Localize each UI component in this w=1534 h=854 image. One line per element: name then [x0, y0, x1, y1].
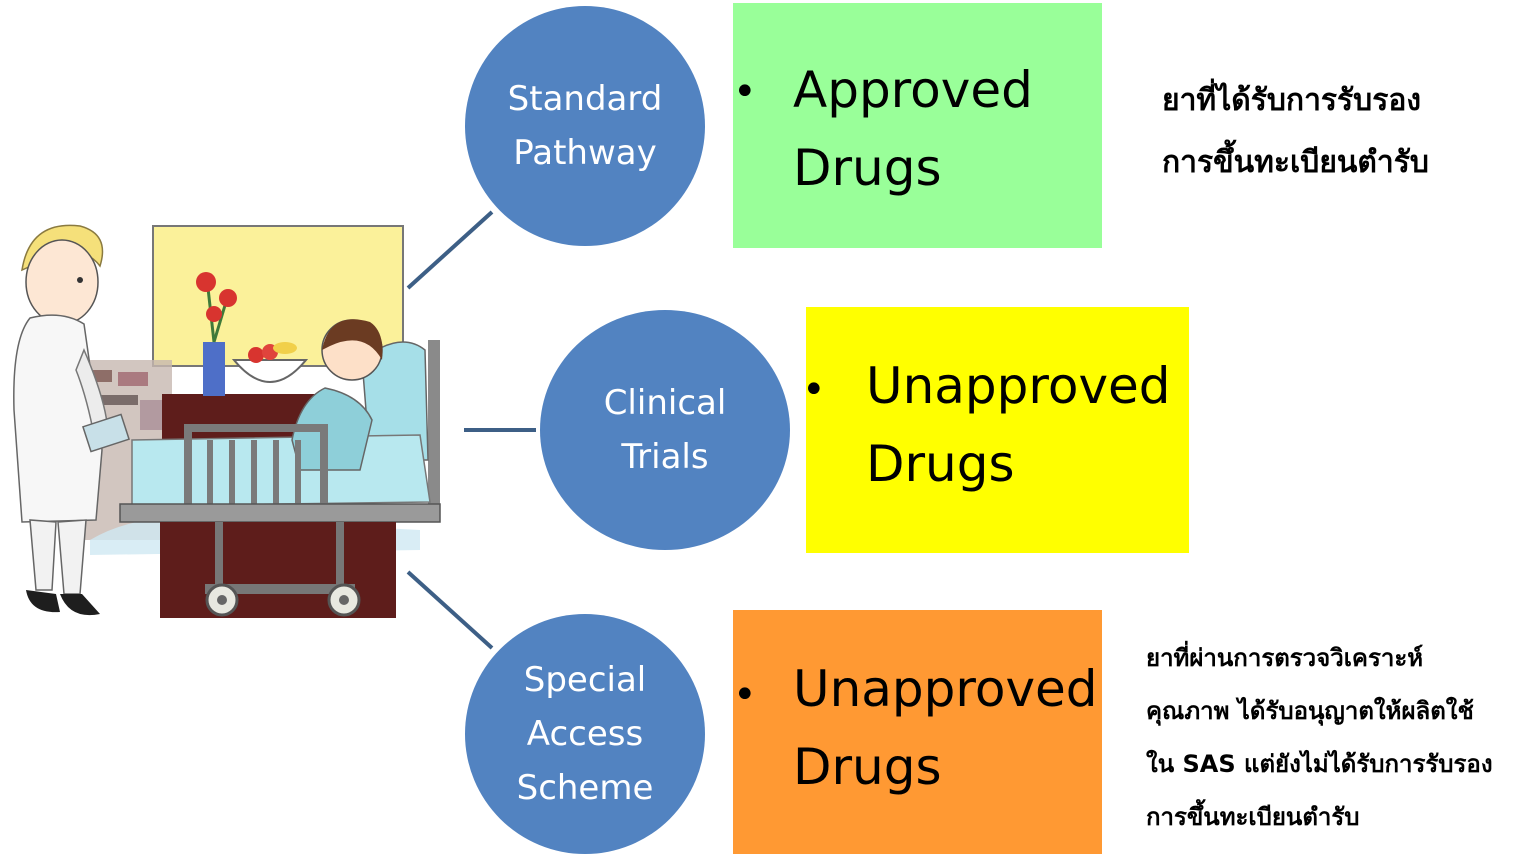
flower-vase: [203, 342, 225, 396]
note-line: ยาที่ได้รับการรับรอง: [1162, 83, 1421, 118]
circle-clinical-trials: Clinical Trials: [540, 310, 790, 550]
note-line: การขึ้นทะเบียนตำรับ: [1146, 803, 1360, 831]
note-line: ยาที่ผ่านการตรวจวิเคราะห์: [1146, 644, 1424, 672]
note-line: ใน SAS แต่ยังไม่ได้รับการรับรอง: [1146, 750, 1493, 778]
drug-status-line: Approved: [793, 61, 1033, 119]
fruit-bowl: [231, 359, 309, 383]
note-line: การขึ้นทะเบียนตำรับ: [1162, 145, 1429, 180]
drug-status-label: Unapproved Drugs: [866, 347, 1171, 503]
bed-frame: [119, 503, 441, 523]
circle-label-line: Pathway: [513, 133, 657, 173]
circle-label-line: Trials: [621, 437, 709, 477]
box-unapproved-drugs-trials: • Unapproved Drugs: [802, 307, 1189, 553]
circle-special-access-scheme: Special Access Scheme: [465, 614, 705, 854]
blanket: [131, 434, 431, 507]
note-special-access-scheme: ยาที่ผ่านการตรวจวิเคราะห์ คุณภาพ ได้รับอ…: [1146, 632, 1493, 844]
drug-status-label: Approved Drugs: [793, 51, 1033, 207]
drug-status-line: Drugs: [866, 435, 1015, 493]
doctor-coat: [13, 314, 103, 523]
doctor-shoes: [26, 590, 100, 616]
bed-base: [160, 522, 396, 618]
bed-headboard: [428, 340, 440, 512]
circle-standard-pathway: Standard Pathway: [465, 6, 705, 246]
drug-status-line: Drugs: [793, 738, 942, 796]
doctor-clipboard: [82, 413, 130, 453]
box-unapproved-drugs-sas: • Unapproved Drugs: [733, 610, 1102, 854]
flower-red: [196, 272, 216, 292]
drug-status-line: Drugs: [793, 139, 942, 197]
doctor-patient-hospital-bed-illustration: [13, 224, 441, 618]
circle-label-line: Clinical: [603, 383, 727, 423]
circle-label-line: Special: [523, 660, 647, 700]
doctor-legs: [29, 519, 87, 595]
circle-label-line: Standard: [507, 79, 663, 119]
drug-status-label: Unapproved Drugs: [793, 650, 1098, 806]
bullet: •: [733, 69, 757, 115]
doctor-head: [25, 239, 99, 325]
circle-label-line: Scheme: [516, 768, 654, 808]
bullet: •: [733, 672, 757, 718]
note-standard-pathway: ยาที่ได้รับการรับรอง การขึ้นทะเบียนตำรับ: [1162, 70, 1429, 194]
circle-label-line: Access: [526, 714, 644, 754]
drug-status-line: Unapproved: [793, 660, 1098, 718]
box-approved-drugs: • Approved Drugs: [733, 3, 1102, 248]
note-line: คุณภาพ ได้รับอนุญาตให้ผลิตใช้: [1146, 697, 1474, 725]
drug-status-line: Unapproved: [866, 357, 1171, 415]
bullet: •: [802, 367, 826, 413]
